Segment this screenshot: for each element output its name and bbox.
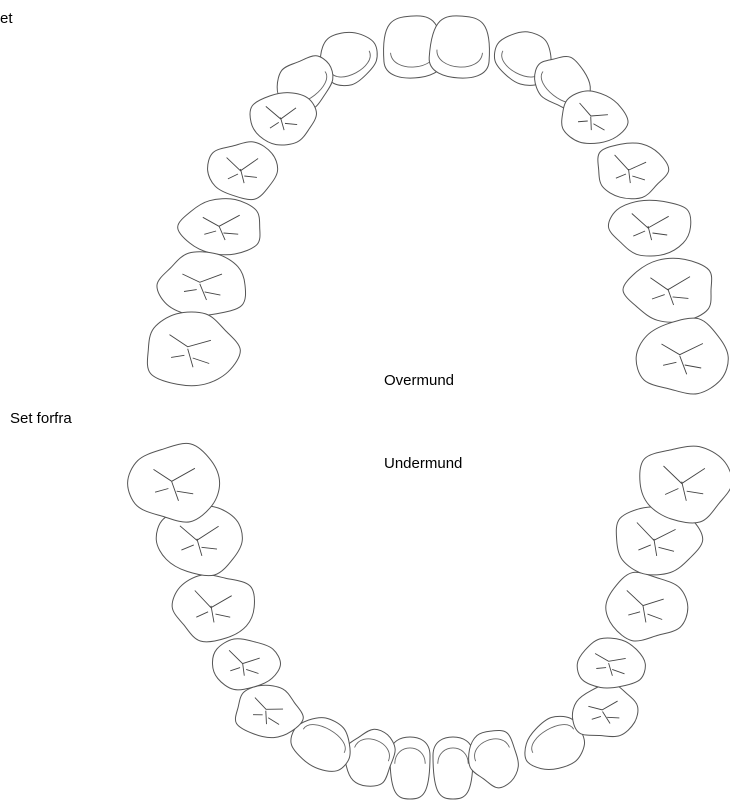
lower-right-tooth-4[interactable] [568,679,642,743]
tooth-outline [249,92,317,146]
tooth-edge-line [354,738,390,762]
lower-jaw [127,442,730,800]
view-label-fragment[interactable]: et [0,10,13,27]
tooth-fissure-lines [228,649,260,676]
tooth-outline [127,442,221,523]
upper-right-tooth-1[interactable] [428,14,492,80]
tooth-fissure-lines [202,214,240,241]
tooth-outline [524,715,586,770]
lower-right-tooth-2[interactable] [460,724,527,796]
lower-left-tooth-6[interactable] [171,574,255,643]
tooth-fissure-lines [179,525,219,557]
lower-left-tooth-7[interactable] [155,505,243,577]
tooth-outline [635,317,729,395]
tooth-edge-line [394,747,426,764]
tooth-edge-line [437,747,469,764]
tooth-outline [155,505,243,577]
tooth-outline [234,684,304,739]
lower-left-tooth-1[interactable] [389,736,431,800]
tooth-outline [207,141,279,201]
tooth-outline [428,15,490,79]
lower-left-tooth-5[interactable] [211,638,282,691]
lower-right-tooth-3[interactable] [514,708,593,783]
lower-right-tooth-8[interactable] [639,445,730,524]
tooth-fissure-lines [631,213,669,241]
tooth-edge-line [474,738,510,762]
tooth-fissure-lines [226,157,259,184]
tooth-outline [156,251,247,317]
tooth-outline [605,571,689,642]
tooth-fissure-lines [626,590,664,623]
upper-left-tooth-4[interactable] [247,89,320,150]
tooth-fissure-lines [194,590,232,623]
tooth-fissure-lines [594,653,626,676]
tooth-outline [639,445,730,524]
tooth-edge-line [436,49,483,68]
upper-left-tooth-6[interactable] [177,198,261,256]
tooth-fissure-lines [650,276,691,306]
tooth-outline [171,574,255,643]
lower-left-tooth-4[interactable] [233,680,308,743]
tooth-edge-line [531,724,575,754]
tooth-outline [576,637,646,689]
tooth-outline [468,730,519,789]
upper-right-tooth-6[interactable] [607,199,692,257]
tooth-fissure-lines [169,334,212,368]
upper-jaw-label: Overmund [384,372,455,389]
tooth-outline [561,90,629,144]
lower-right-tooth-5[interactable] [576,637,646,689]
tooth-fissure-lines [577,102,608,131]
lower-left-tooth-8[interactable] [127,442,221,523]
upper-left-tooth-7[interactable] [156,251,247,317]
upper-right-tooth-8[interactable] [635,317,729,395]
tooth-outline [622,257,713,323]
lower-right-tooth-6[interactable] [605,571,689,642]
tooth-fissure-lines [253,697,284,725]
upper-jaw [146,14,729,395]
tooth-fissure-lines [182,273,223,301]
upper-right-tooth-7[interactable] [622,257,713,323]
lower-jaw-label: Undermund [384,455,463,472]
tooth-edge-line [302,724,346,754]
tooth-fissure-lines [614,154,647,184]
upper-right-tooth-5[interactable] [597,142,670,200]
tooth-fissure-lines [153,467,196,501]
upper-left-tooth-5[interactable] [207,141,279,201]
tooth-outline [597,142,670,200]
tooth-outline [607,199,692,257]
tooth-outline [432,736,474,800]
upper-left-tooth-8[interactable] [146,311,241,387]
tooth-fissure-lines [636,522,676,556]
tooth-outline [146,311,241,387]
tooth-fissure-lines [588,700,620,724]
upper-right-tooth-4[interactable] [559,88,632,149]
lower-right-tooth-1[interactable] [432,736,474,800]
tooth-fissure-lines [661,343,704,375]
tooth-outline [389,736,431,800]
tooth-fissure-lines [265,106,298,131]
tooth-fissure-lines [663,465,706,501]
view-front-toggle[interactable]: Set forfra [10,410,72,427]
tooth-outline [211,638,282,691]
